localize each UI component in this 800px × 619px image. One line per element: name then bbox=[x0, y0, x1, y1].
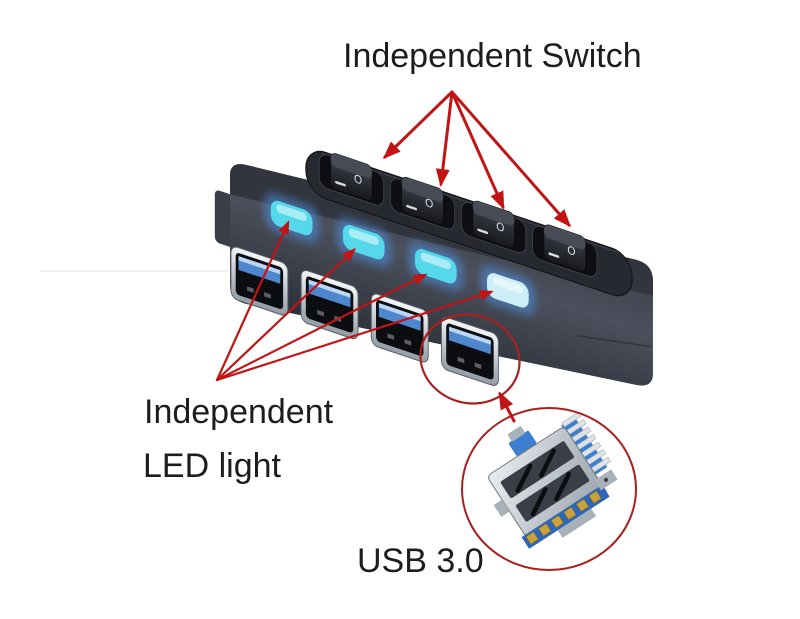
tongue-sheen bbox=[238, 256, 281, 275]
led-arrow-4 bbox=[215, 290, 494, 382]
port-contact bbox=[264, 292, 271, 299]
connector-pin-comb bbox=[561, 411, 612, 473]
rocker-switch-1: O bbox=[318, 153, 385, 206]
tongue-sheen bbox=[378, 303, 421, 322]
label-independent-switch: Independent Switch bbox=[343, 37, 642, 75]
rocker-top-face bbox=[401, 177, 444, 202]
switch-on-mark bbox=[477, 228, 489, 235]
connector-left-tab bbox=[493, 499, 510, 517]
switch-on-mark bbox=[548, 252, 560, 258]
led-sheen bbox=[492, 276, 524, 294]
port-highlight-circle bbox=[419, 313, 521, 405]
rocker-top-face bbox=[330, 153, 373, 178]
led-window-4 bbox=[480, 265, 536, 316]
switch-on-mark bbox=[335, 180, 346, 187]
connector-blue-tab bbox=[509, 430, 537, 456]
connector-tab-cap bbox=[508, 426, 525, 442]
port-contact bbox=[247, 286, 254, 293]
connector-highlight-circle bbox=[461, 407, 637, 571]
connector-gold-pins bbox=[525, 490, 602, 545]
usb-port-4 bbox=[441, 316, 499, 387]
rocker-top-face bbox=[472, 201, 515, 226]
usb-port-3 bbox=[370, 293, 429, 363]
connector-foot bbox=[557, 508, 597, 538]
hub-end-seam bbox=[576, 334, 652, 348]
usb-connector-image bbox=[488, 411, 618, 549]
switch-arrow-3 bbox=[450, 90, 505, 210]
port-contact bbox=[457, 356, 465, 364]
label-led-light: LED light bbox=[143, 447, 281, 485]
led-arrow-1 bbox=[215, 220, 290, 382]
port-contact bbox=[404, 339, 412, 346]
annotation-overlay bbox=[215, 90, 637, 571]
switch-arrow-1 bbox=[382, 90, 454, 160]
switch-off-mark: O bbox=[354, 173, 362, 188]
rocker-switch-2: O bbox=[389, 176, 456, 230]
rocker-switch-4: O bbox=[532, 224, 598, 278]
switch-arrow-2 bbox=[435, 90, 454, 187]
tongue-sheen bbox=[449, 326, 491, 345]
rocker-top-face bbox=[543, 224, 586, 250]
led-sheen bbox=[420, 252, 451, 270]
connector-slot-upper bbox=[500, 441, 574, 498]
led-arrow-3 bbox=[215, 273, 428, 382]
usb-port-1 bbox=[230, 246, 289, 316]
switch-on-mark bbox=[406, 204, 418, 211]
led-sheen bbox=[276, 204, 307, 221]
port-contact bbox=[474, 362, 482, 369]
connector-slot-lower bbox=[516, 464, 590, 522]
usb-hub-photo: O O O O bbox=[214, 150, 653, 387]
port-contact bbox=[317, 309, 324, 317]
label-usb-3-0: USB 3.0 bbox=[357, 542, 484, 580]
switch-arrow-4 bbox=[450, 90, 571, 228]
led-sheen bbox=[348, 228, 379, 246]
label-independent: Independent bbox=[144, 393, 334, 431]
connector-arrow bbox=[498, 391, 516, 423]
port-contact bbox=[387, 333, 395, 340]
connector-bracket-hole bbox=[604, 477, 609, 482]
led-window-1 bbox=[264, 193, 320, 243]
switch-off-mark: O bbox=[496, 220, 504, 235]
switch-off-mark: O bbox=[567, 244, 575, 259]
switch-off-mark: O bbox=[425, 196, 433, 211]
rocker-switch-3: O bbox=[460, 200, 527, 254]
led-arrow-2 bbox=[215, 247, 357, 382]
